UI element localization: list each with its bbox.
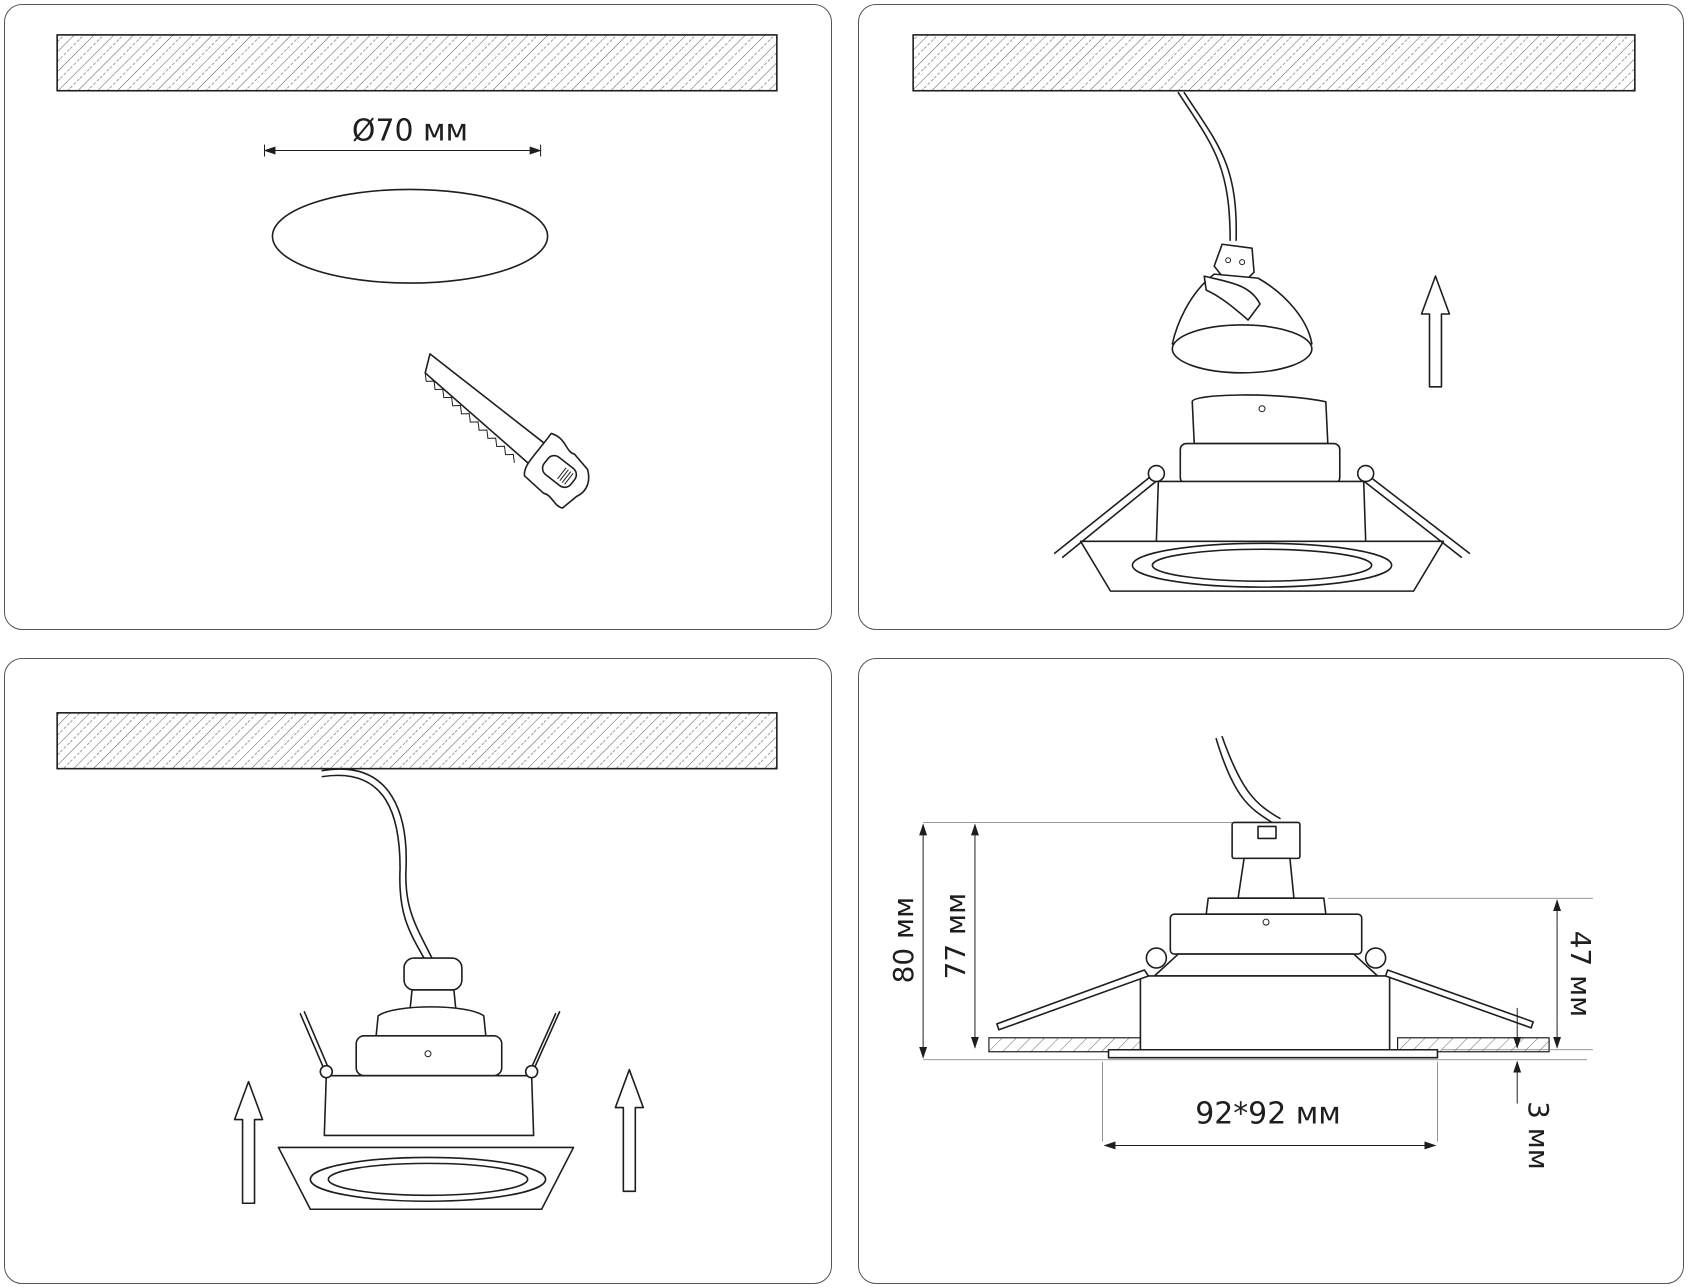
ceiling-slab <box>912 34 1636 92</box>
height-77-dimension: 77 мм <box>939 823 979 1049</box>
thickness-3-dimension: 3 мм <box>1513 1007 1555 1170</box>
step-1-illustration: Ø70 мм <box>56 34 778 509</box>
ceiling-slab <box>56 712 778 770</box>
step-3-panel <box>4 658 832 1284</box>
frame-size-dimension: 92*92 мм <box>1103 1097 1437 1150</box>
step-2-panel <box>858 4 1684 630</box>
arrow-up-icon <box>233 1080 264 1205</box>
downlight-fixture <box>996 821 1534 1059</box>
arrow-up-icon <box>1420 275 1451 388</box>
step-4-dimensions-diagram: 80 мм 77 мм 47 мм 3 мм 92*92 мм <box>887 735 1597 1170</box>
downlight-fixture <box>277 957 575 1211</box>
saw-icon <box>424 353 590 509</box>
power-cable <box>1215 737 1273 824</box>
hole-diameter-label: Ø70 мм <box>352 114 468 149</box>
downlight-fixture <box>1053 394 1471 592</box>
height-80-label: 80 мм <box>887 897 920 983</box>
hole-diameter-dimension: Ø70 мм <box>263 114 542 157</box>
ceiling-hole <box>271 188 549 284</box>
arrow-up-icon <box>614 1068 645 1193</box>
gu10-lamp-icon <box>1171 243 1313 374</box>
ceiling-profile <box>988 1037 1550 1053</box>
height-47-dimension: 47 мм <box>1553 899 1597 1049</box>
step-1-panel: Ø70 мм <box>4 4 832 630</box>
step-3-illustration <box>56 712 778 1211</box>
step-4-panel: 80 мм 77 мм 47 мм 3 мм 92*92 мм <box>858 658 1684 1284</box>
frame-size-label: 92*92 мм <box>1195 1097 1341 1132</box>
height-80-dimension: 80 мм <box>887 823 928 1059</box>
step-2-illustration <box>912 34 1636 592</box>
power-cable <box>1183 91 1237 242</box>
ceiling-slab <box>56 34 778 92</box>
height-77-label: 77 мм <box>939 893 972 980</box>
height-47-label: 47 мм <box>1564 931 1597 1018</box>
power-cable <box>321 768 433 959</box>
thickness-3-label: 3 мм <box>1522 1101 1555 1170</box>
